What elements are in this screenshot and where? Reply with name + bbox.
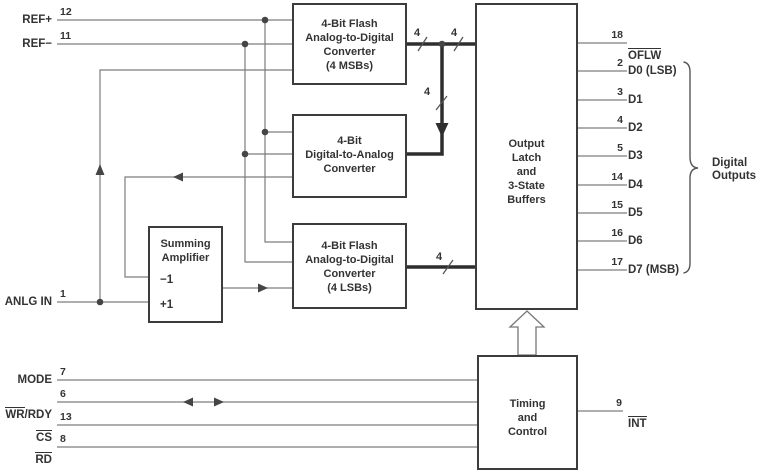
pin-label-mode: MODE [17,374,53,386]
timing-control-block: Timing and Control [477,355,578,470]
summing-amplifier-block: Summing Amplifier −1 +1 [148,226,223,323]
pin-number-rd: 8 [60,433,66,445]
dac-block: 4-Bit Digital-to-Analog Converter [292,114,407,198]
bus-width-ticks [417,36,464,275]
flow-arrows [95,123,449,407]
pin-number-d2: 4 [617,114,623,126]
msb-flash-adc-label: 4-Bit Flash Analog-to-Digital Converter … [305,18,394,72]
pin-number-int: 9 [616,397,622,409]
pin-label-d3: D3 [628,150,643,162]
pin-number-ref-minus: 11 [60,30,72,42]
summing-pos-input-label: +1 [160,299,174,311]
pin-number-wr-rdy: 6 [60,388,66,400]
pin-number-d0: 2 [617,57,623,69]
pin-number-d1: 3 [617,86,623,98]
summing-neg-input-label: −1 [160,274,174,286]
output-latch-block: Output Latch and 3-State Buffers [475,3,578,310]
pin-number-d4: 14 [611,171,623,183]
timing-control-label: Timing and Control [507,398,548,438]
pin-label-d7: D7 (MSB) [628,264,680,276]
pin-label-ref-minus: REF− [22,38,52,50]
bus-width-label-msb-out: 4 [414,27,421,39]
summing-amplifier-label: Summing Amplifier [160,238,211,264]
pin-label-oflw: OFLW [628,48,662,62]
rdy-text: /RDY [24,409,52,421]
msb-flash-adc-block: 4-Bit Flash Analog-to-Digital Converter … [292,3,407,85]
pin-label-rd: RD [35,452,52,466]
pin-label-d5: D5 [628,207,643,219]
wr-overline: WR [5,407,25,421]
bus-width-label-latch-in: 4 [451,27,458,39]
pin-number-d3: 5 [617,142,623,154]
digital-outputs-annotation: Digital Outputs [712,157,757,182]
signal-wires [57,19,627,448]
pin-label-d0: D0 (LSB) [628,65,677,77]
pin-label-wr-rdy: WR/RDY [0,393,52,422]
bus-width-label-lsb-out: 4 [436,251,443,263]
bus-wires [407,42,475,269]
digital-outputs-brace [683,61,699,274]
bus-width-label-dac-in: 4 [424,86,431,98]
pin-label-d6: D6 [628,235,643,247]
dac-label: 4-Bit Digital-to-Analog Converter [305,135,394,175]
pin-number-cs: 13 [60,411,72,423]
pin-label-d1: D1 [628,94,643,106]
lsb-flash-adc-label: 4-Bit Flash Analog-to-Digital Converter … [305,240,394,294]
pin-number-d5: 15 [611,199,623,211]
pin-number-mode: 7 [60,366,66,378]
pin-label-ref-plus: REF+ [22,14,52,26]
pin-number-d6: 16 [611,227,623,239]
pin-number-oflw: 18 [611,29,623,41]
lsb-flash-adc-block: 4-Bit Flash Analog-to-Digital Converter … [292,223,407,309]
pin-number-ref-plus: 12 [60,6,72,18]
pin-label-anlg-in: ANLG IN [4,296,52,308]
pin-label-d2: D2 [628,122,643,134]
junction-dots [96,16,446,306]
pin-label-int: INT [628,416,647,430]
pin-number-anlg-in: 1 [60,288,66,300]
timing-to-latch-arrow [508,310,546,356]
pin-label-d4: D4 [628,179,643,191]
pin-label-cs: CS [36,430,52,444]
output-latch-label: Output Latch and 3-State Buffers [507,138,546,206]
pin-number-d7: 17 [611,256,623,268]
